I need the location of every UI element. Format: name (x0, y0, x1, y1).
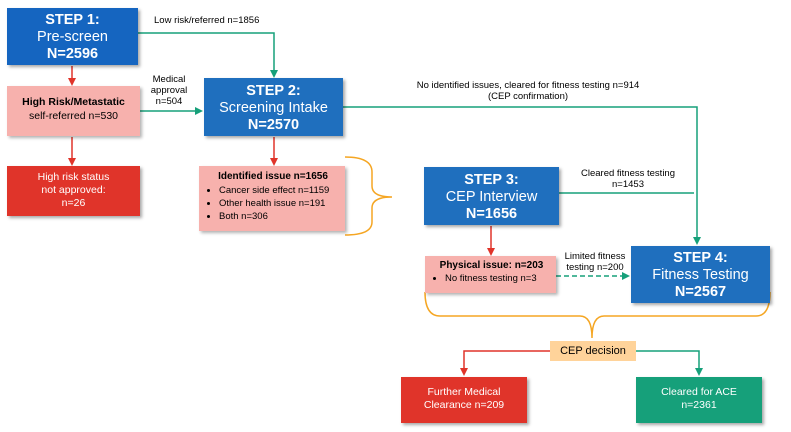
limited-testing-line1: Limited fitness (564, 251, 626, 262)
cleared-testing-line2: n=1453 (612, 179, 644, 190)
step2-count: N=2570 (247, 117, 300, 133)
not-approved-count: n=26 (61, 197, 86, 209)
limited-testing-line2: testing n=200 (566, 262, 624, 273)
step3-count: N=1656 (465, 206, 518, 222)
step1-count: N=2596 (46, 46, 99, 62)
step4-name: Fitness Testing (652, 267, 749, 283)
no-issues-line1: No identified issues, cleared for fitnes… (416, 80, 640, 91)
identified-issue-item: Cancer side effect n=1159 (219, 184, 341, 197)
high-risk-box: High Risk/Metastatic self-referred n=530 (7, 86, 140, 136)
not-approved-box: High risk status not approved: n=26 (7, 166, 140, 216)
identified-issue-item: Both n=306 (219, 210, 341, 223)
step2-title: STEP 2: (246, 83, 301, 99)
step3-box: STEP 3: CEP Interview N=1656 (424, 167, 559, 225)
step1-title: STEP 1: (45, 12, 100, 28)
medical-approval-line1: Medical (152, 74, 186, 85)
cleared-testing-line1: Cleared fitness testing (581, 168, 675, 179)
arrow-step1-to-step2 (138, 32, 278, 78)
brace-step4-to-decision (424, 291, 771, 339)
no-issues-label: No identified issues, cleared for fitnes… (403, 80, 653, 102)
low-risk-label: Low risk/referred n=1856 (154, 15, 260, 26)
arrow-step2-to-step4 (343, 106, 701, 245)
step3-name: CEP Interview (445, 189, 538, 205)
no-issues-line2: (CEP confirmation) (487, 91, 569, 102)
identified-issue-header: Identified issue n=1656 (218, 171, 328, 182)
cep-decision-box: CEP decision (550, 341, 636, 361)
step2-box: STEP 2: Screening Intake N=2570 (204, 78, 343, 136)
physical-issue-box: Physical issue: n=203 No fitness testing… (425, 256, 556, 293)
medical-approval-label: Medical approval n=504 (144, 74, 194, 107)
step4-title: STEP 4: (673, 250, 728, 266)
step4-count: N=2567 (674, 284, 727, 300)
step1-box: STEP 1: Pre-screen N=2596 (7, 8, 138, 65)
identified-issue-box: Identified issue n=1656 Cancer side effe… (199, 166, 345, 231)
arrow-decision-to-further (460, 350, 550, 376)
cleared-testing-label: Cleared fitness testing n=1453 (573, 168, 683, 190)
medical-approval-line3: n=504 (155, 96, 183, 107)
physical-issue-item: No fitness testing n=3 (445, 272, 552, 285)
further-medical-line1: Further Medical (427, 386, 501, 398)
physical-issue-header: Physical issue: n=203 (439, 260, 544, 271)
identified-issue-item: Other health issue n=191 (219, 197, 341, 210)
medical-approval-line2: approval (150, 85, 188, 96)
step2-name: Screening Intake (219, 100, 328, 116)
limited-testing-label: Limited fitness testing n=200 (560, 251, 630, 273)
further-medical-count: Clearance n=209 (423, 399, 505, 411)
cleared-ace-line1: Cleared for ACE (661, 386, 737, 398)
cleared-ace-box: Cleared for ACE n=2361 (636, 377, 762, 423)
cep-decision-label: CEP decision (560, 345, 626, 357)
cleared-ace-count: n=2361 (681, 399, 717, 411)
step4-box: STEP 4: Fitness Testing N=2567 (631, 246, 770, 303)
arrow-decision-to-cleared (636, 350, 703, 376)
further-medical-box: Further Medical Clearance n=209 (401, 377, 527, 423)
step1-name: Pre-screen (37, 29, 108, 45)
not-approved-line2: not approved: (41, 184, 106, 196)
brace-issue-to-step3 (344, 156, 393, 236)
high-risk-label: High Risk/Metastatic (22, 96, 125, 108)
high-risk-count: self-referred n=530 (28, 110, 118, 122)
not-approved-line1: High risk status (37, 171, 110, 183)
step3-title: STEP 3: (464, 172, 519, 188)
